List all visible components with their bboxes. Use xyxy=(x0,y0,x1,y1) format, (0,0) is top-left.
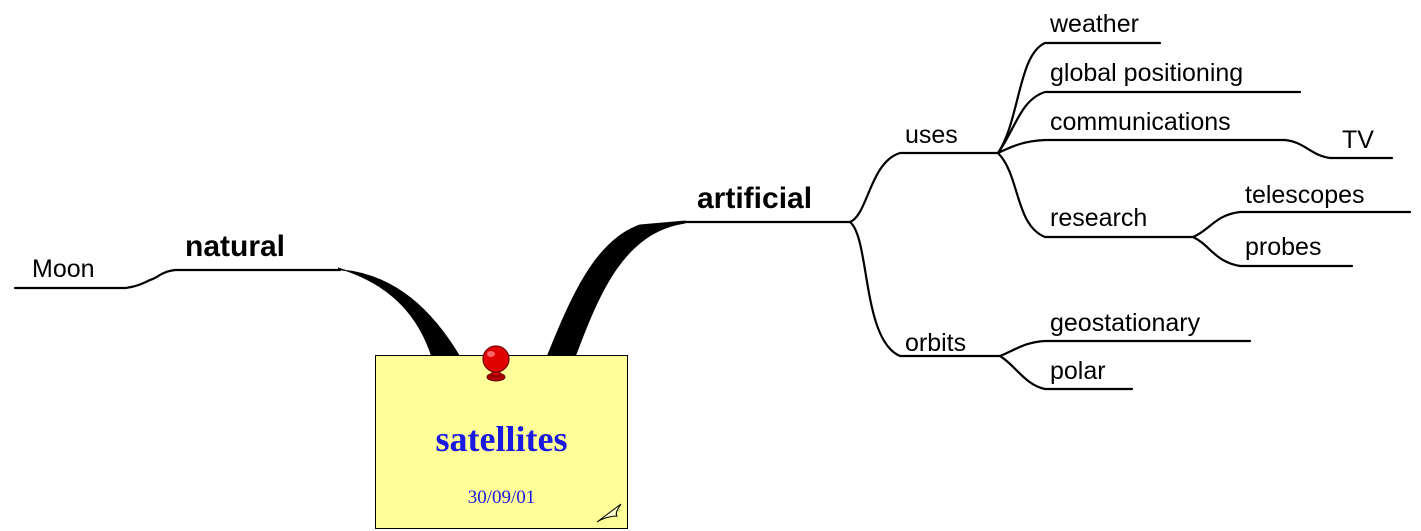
tv-label: TV xyxy=(1342,126,1374,154)
orbits-connector xyxy=(848,220,1002,358)
natural-trunk xyxy=(337,267,461,358)
polar-label: polar xyxy=(1050,357,1106,385)
push-pin-icon xyxy=(482,345,510,382)
moon-label: Moon xyxy=(32,255,95,283)
communications-label: communications xyxy=(1050,108,1231,136)
tv-connector xyxy=(1283,138,1394,160)
artificial-label: artificial xyxy=(697,182,813,215)
natural-label: natural xyxy=(185,230,286,263)
page-curl-icon xyxy=(596,503,622,523)
communications-connector xyxy=(996,138,1287,155)
global-positioning-connector xyxy=(996,90,1302,155)
geostationary-connector xyxy=(998,339,1252,358)
geostationary-label: geostationary xyxy=(1050,309,1201,337)
orbits-label: orbits xyxy=(905,329,967,357)
polar-connector xyxy=(998,354,1134,391)
artificial-trunk xyxy=(546,220,686,358)
telescopes-connector xyxy=(1191,210,1412,239)
weather-label: weather xyxy=(1050,10,1139,38)
moon-connector xyxy=(13,268,177,290)
central-topic-title: satellites xyxy=(435,419,568,459)
uses-label: uses xyxy=(905,121,958,149)
weather-connector xyxy=(996,41,1162,155)
uses-connector xyxy=(848,151,1000,224)
global-positioning-label: global positioning xyxy=(1050,59,1244,87)
research-connector xyxy=(996,151,1195,239)
probes-connector xyxy=(1191,235,1354,268)
probes-label: probes xyxy=(1245,233,1322,261)
research-label: research xyxy=(1050,204,1148,232)
central-sticky-note: satellites 30/09/01 xyxy=(375,355,628,529)
central-topic-date: 30/09/01 xyxy=(467,487,536,508)
telescopes-label: telescopes xyxy=(1245,181,1365,209)
